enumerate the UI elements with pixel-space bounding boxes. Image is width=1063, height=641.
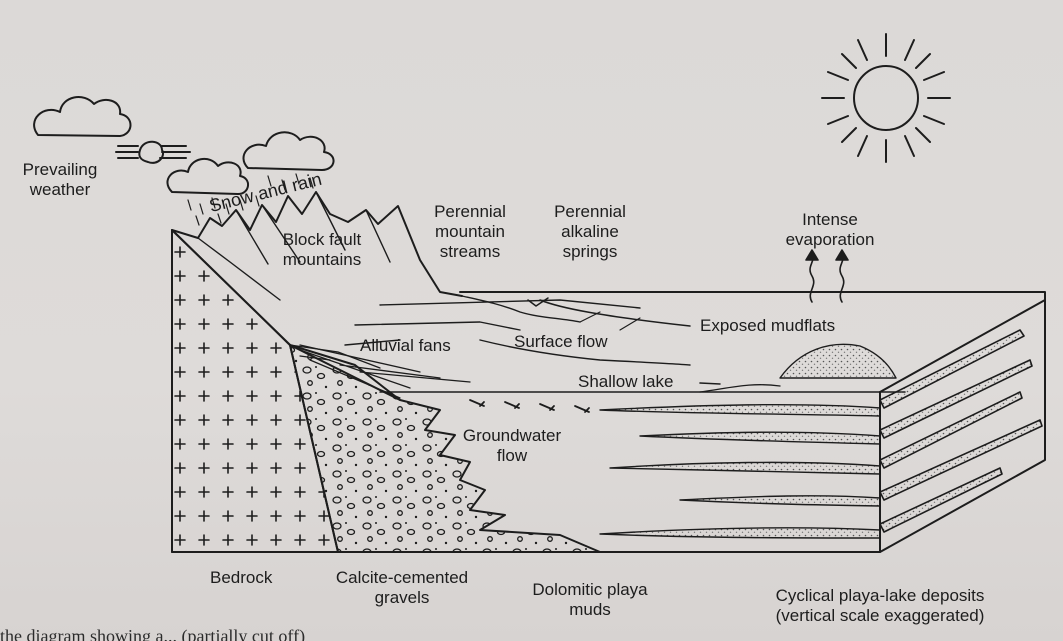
- cloud-icon: [34, 97, 130, 136]
- groundwater-flow-arrows: [470, 400, 589, 412]
- label-shallow-lake: Shallow lake: [578, 372, 673, 392]
- label-exposed-mudflats: Exposed mudflats: [700, 316, 835, 336]
- label-cyclical-deposits: Cyclical playa-lake deposits(vertical sc…: [776, 586, 985, 626]
- wind-icon: [116, 142, 190, 163]
- label-surface-flow: Surface flow: [514, 332, 608, 352]
- page-text-fragment: the diagram showing a... (partially cut …: [0, 626, 305, 641]
- label-alluvial-fans: Alluvial fans: [360, 336, 451, 356]
- exposed-mudflats: [780, 344, 896, 378]
- label-bedrock: Bedrock: [210, 568, 272, 588]
- playa-lake-deposits: [600, 405, 880, 538]
- evaporation-arrow-icon: [836, 250, 848, 302]
- evaporation-arrow-icon: [806, 250, 818, 302]
- alkaline-spring: [528, 298, 690, 326]
- sun-icon: [822, 34, 950, 162]
- cloud-icon: [243, 132, 333, 170]
